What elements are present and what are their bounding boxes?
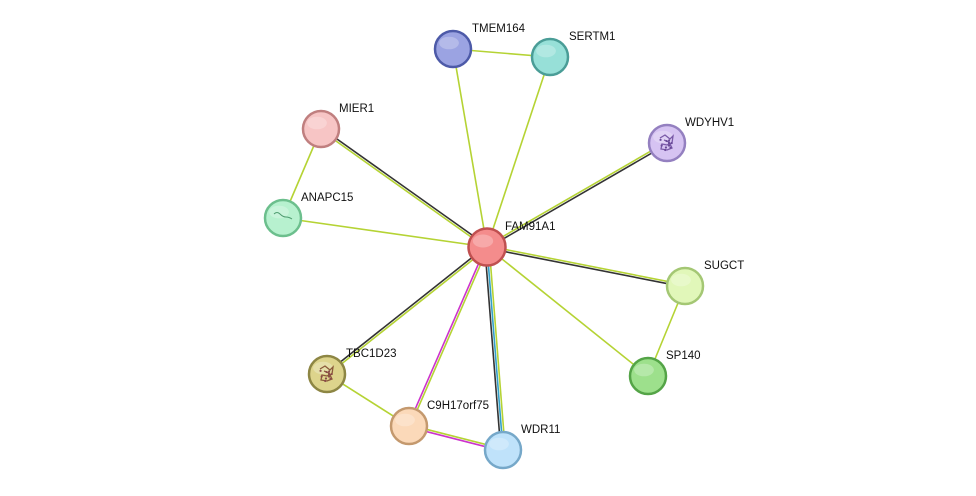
node-circle[interactable] xyxy=(263,198,303,238)
node-highlight xyxy=(269,205,289,219)
edge-evidence-line xyxy=(486,246,649,377)
node-highlight xyxy=(313,361,333,375)
node-tmem164[interactable]: TMEM164 xyxy=(433,23,526,69)
node-circle[interactable] xyxy=(389,406,429,446)
node-circle[interactable] xyxy=(628,356,668,396)
node-label: ANAPC15 xyxy=(301,192,353,204)
node-sugct[interactable]: SUGCT xyxy=(665,260,744,306)
node-circle[interactable] xyxy=(433,29,473,69)
node-wdr11[interactable]: WDR11 xyxy=(483,424,560,470)
node-label: C9H17orf75 xyxy=(427,400,489,412)
edge-evidence-line xyxy=(319,129,487,249)
node-highlight xyxy=(489,437,509,451)
edge-evidence-line xyxy=(407,246,487,426)
edge-fam91a1-anapc15[interactable] xyxy=(282,217,488,248)
node-wdyhv1[interactable]: WDYHV1 xyxy=(647,117,734,163)
node-circle[interactable] xyxy=(647,123,687,163)
node-c9h17orf75[interactable]: C9H17orf75 xyxy=(389,400,489,446)
edge-fam91a1-sugct[interactable] xyxy=(486,245,686,288)
node-label: SUGCT xyxy=(704,260,744,272)
node-highlight xyxy=(395,413,415,427)
node-highlight xyxy=(472,234,494,248)
edge-evidence-line xyxy=(487,143,668,249)
node-sp140[interactable]: SP140 xyxy=(628,350,701,396)
node-highlight xyxy=(653,130,673,144)
node-label: TBC1D23 xyxy=(346,348,397,360)
edge-evidence-line xyxy=(321,127,489,247)
protein-structure-icon xyxy=(659,134,674,152)
edge-evidence-line xyxy=(325,245,487,374)
node-circle[interactable] xyxy=(301,109,341,149)
edge-evidence-line xyxy=(452,48,488,248)
node-label: SERTM1 xyxy=(569,31,615,43)
node-circle[interactable] xyxy=(467,227,507,267)
node-fam91a1[interactable]: FAM91A1 xyxy=(467,221,556,267)
node-highlight xyxy=(671,273,691,287)
edge-evidence-line xyxy=(282,217,488,248)
edge-fam91a1-tbc1d23[interactable] xyxy=(325,245,489,376)
edge-fam91a1-sp140[interactable] xyxy=(486,246,649,377)
node-label: TMEM164 xyxy=(472,23,526,35)
nodes-layer: FAM91A1 TMEM164SERTM1MIER1WDYHV1ANAPC15SU… xyxy=(263,23,744,470)
edge-fam91a1-tmem164[interactable] xyxy=(452,48,488,248)
edge-evidence-line xyxy=(486,247,685,288)
node-label: WDYHV1 xyxy=(685,117,734,129)
edge-evidence-line xyxy=(487,245,686,286)
node-highlight xyxy=(439,36,459,50)
edge-evidence-line xyxy=(488,246,506,450)
node-label: FAM91A1 xyxy=(505,221,556,233)
node-highlight xyxy=(307,116,327,130)
node-label: WDR11 xyxy=(521,424,560,436)
edge-evidence-line xyxy=(486,56,551,248)
node-circle[interactable] xyxy=(483,430,523,470)
node-mier1[interactable]: MIER1 xyxy=(301,103,374,149)
node-circle[interactable] xyxy=(665,266,705,306)
node-highlight xyxy=(634,363,654,377)
node-label: MIER1 xyxy=(339,103,374,115)
edge-evidence-line xyxy=(327,247,489,376)
edge-fam91a1-wdr11[interactable] xyxy=(484,246,506,451)
node-tbc1d23[interactable]: TBC1D23 xyxy=(307,348,397,394)
protein-structure-icon xyxy=(319,365,334,383)
edge-evidence-line xyxy=(484,247,502,451)
edge-fam91a1-mier1[interactable] xyxy=(319,127,489,249)
edge-fam91a1-c9h17orf75[interactable] xyxy=(407,246,489,427)
node-label: SP140 xyxy=(666,350,701,362)
edge-evidence-line xyxy=(486,246,504,451)
squiggle-icon xyxy=(273,212,293,220)
node-anapc15[interactable]: ANAPC15 xyxy=(263,192,353,238)
node-circle[interactable] xyxy=(307,354,347,394)
node-circle[interactable] xyxy=(530,37,570,77)
edge-fam91a1-wdyhv1[interactable] xyxy=(486,141,668,249)
node-sertm1[interactable]: SERTM1 xyxy=(530,31,615,77)
edge-evidence-line xyxy=(409,247,489,427)
edge-fam91a1-sertm1[interactable] xyxy=(486,56,551,248)
node-highlight xyxy=(536,44,556,58)
edge-evidence-line xyxy=(486,141,667,247)
